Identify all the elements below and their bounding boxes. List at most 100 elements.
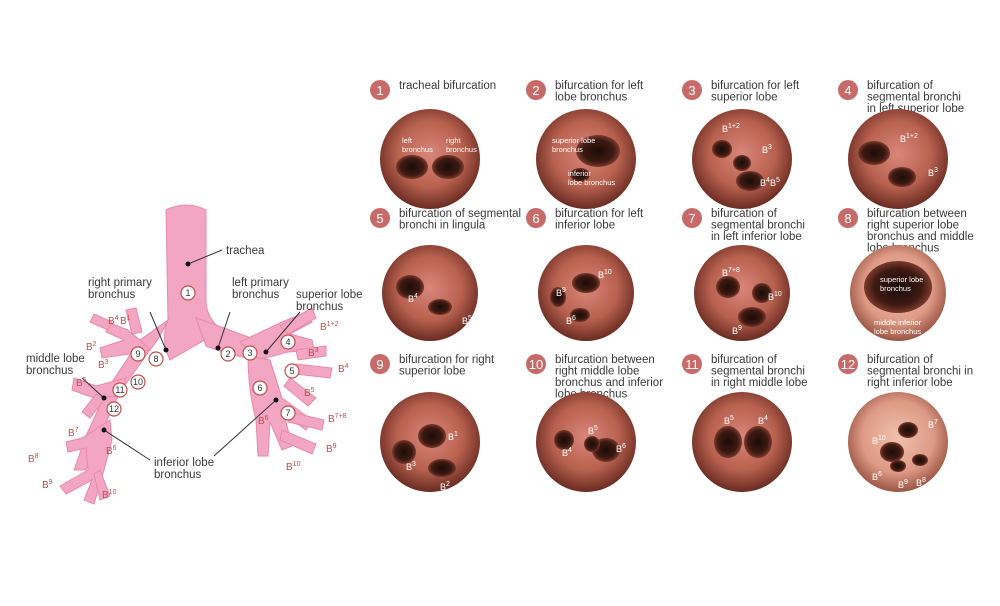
bronchus-opening <box>888 167 916 187</box>
panel-number: 4 <box>844 83 851 98</box>
airway-tree <box>59 204 333 505</box>
view-label: B3 <box>762 144 772 155</box>
marker-number: 4 <box>285 337 290 347</box>
panel-number-badge <box>526 354 546 374</box>
view-label: B1 <box>448 431 458 442</box>
right-b4-branch <box>81 393 105 419</box>
bronchus-opening <box>736 171 764 191</box>
panel-number: 6 <box>532 211 539 226</box>
marker-number: 5 <box>289 366 294 376</box>
view-label: B8 <box>916 477 926 488</box>
bronchus-opening <box>576 135 620 167</box>
endoscopic-view <box>848 392 948 492</box>
panel-number: 11 <box>685 357 699 372</box>
segment-label: B7 <box>68 427 79 439</box>
segment-label: B8 <box>28 453 39 465</box>
view-label: B4 <box>760 177 770 188</box>
airway-marker: 8 <box>148 351 164 367</box>
bronchus-opening <box>428 299 452 315</box>
bronchus-opening <box>396 275 424 299</box>
segment-label: B4 <box>338 363 349 375</box>
panel-number-badge <box>682 354 702 374</box>
endoscopic-view <box>380 109 480 209</box>
trachea-shape <box>164 204 223 361</box>
view-label: B2 <box>440 481 450 492</box>
panel-number-badge <box>370 80 390 100</box>
bronchus-opening <box>898 422 918 438</box>
bronchus-opening <box>714 426 742 458</box>
view-label: B6 <box>872 471 882 482</box>
left-b9-branch <box>279 429 317 455</box>
panel-number: 5 <box>376 211 383 226</box>
marker-circle <box>130 346 146 362</box>
bronchus-opening <box>752 283 772 303</box>
airway-marker: 3 <box>242 345 258 361</box>
bronchus-opening <box>712 140 732 158</box>
airway-marker: 1 <box>180 285 196 301</box>
segment-label: B2 <box>86 341 97 353</box>
bronchus-opening <box>550 287 566 307</box>
view-label: B7 <box>928 419 938 430</box>
bronchus-opening <box>584 436 600 452</box>
segment-label: B5 <box>76 377 87 389</box>
right-b10-branch <box>93 469 111 501</box>
airway-marker: 9 <box>130 346 146 362</box>
left-b3-branch <box>295 345 327 361</box>
airway-marker: 4 <box>280 334 296 350</box>
panel-number-badge <box>838 80 858 100</box>
marker-circle <box>148 351 164 367</box>
marker-circle <box>130 374 146 390</box>
airway-marker: 2 <box>220 346 236 362</box>
view-label: B6 <box>616 443 626 454</box>
bronchus-opening <box>572 273 600 293</box>
leader-lines <box>81 249 301 461</box>
panel-title: tracheal bifurcation <box>399 80 496 92</box>
view-label: B1+2 <box>900 133 918 144</box>
segment-label: B6 <box>258 415 269 427</box>
marker-circle <box>112 382 128 398</box>
view-label: B5 <box>770 177 780 188</box>
right-b1-branch <box>125 307 143 335</box>
marker-number: 11 <box>115 385 124 395</box>
panel-number-badge <box>370 208 390 228</box>
marker-circle <box>284 363 300 379</box>
bronchus-opening <box>432 155 464 179</box>
panel-number: 8 <box>844 211 851 226</box>
marker-number: 2 <box>225 349 230 359</box>
bronchus-opening <box>396 155 428 179</box>
panel-number-badge <box>682 80 702 100</box>
panel-number: 10 <box>529 357 543 372</box>
bronchus-opening <box>554 430 574 450</box>
leader-dots <box>101 261 279 433</box>
bronchus-opening <box>858 141 890 165</box>
airway-marker: 12 <box>106 401 122 417</box>
right-b2-branch <box>89 313 113 331</box>
bronchus-opening <box>570 168 590 182</box>
panel-number-badge <box>838 208 858 228</box>
